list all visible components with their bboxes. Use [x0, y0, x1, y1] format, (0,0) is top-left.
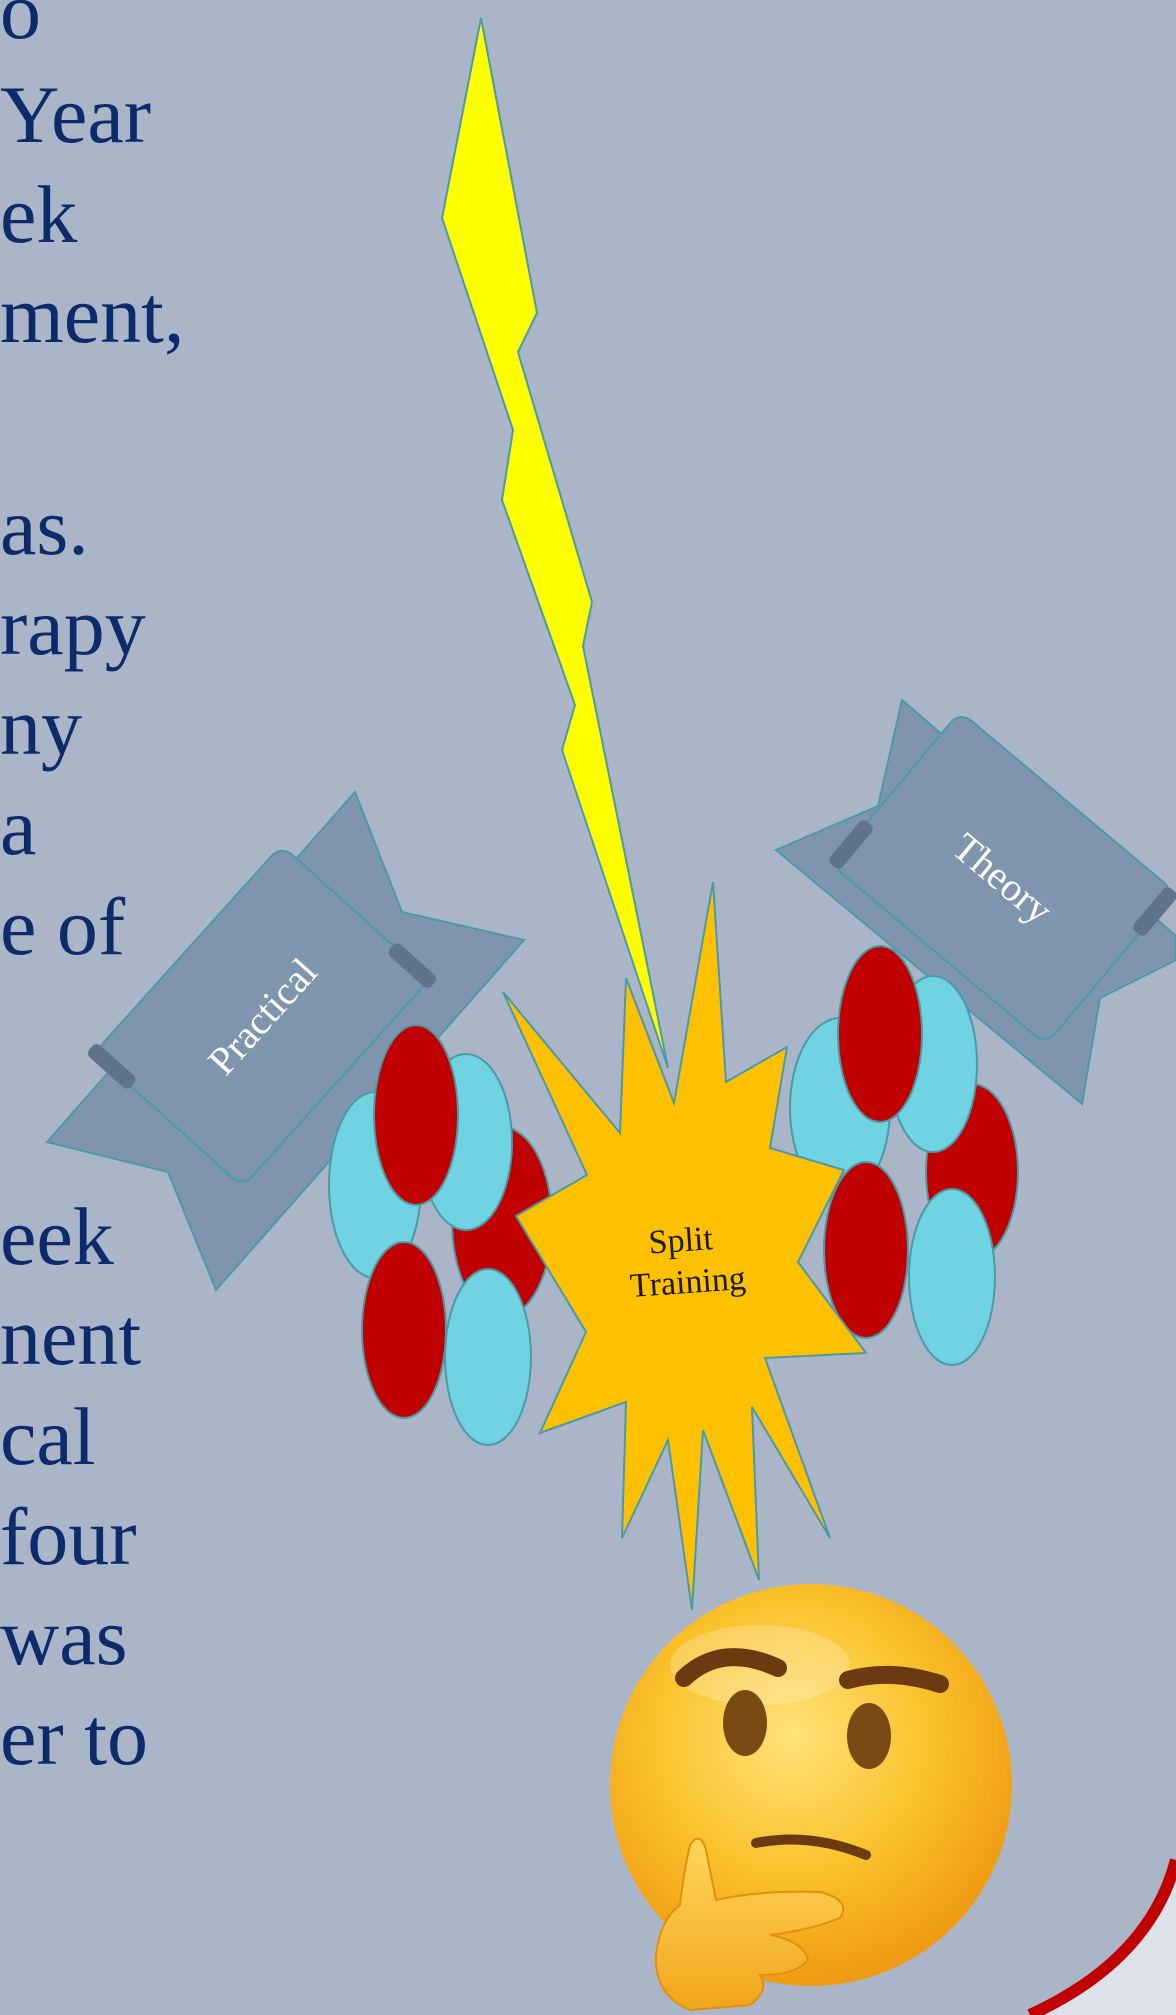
oval-red [824, 1162, 908, 1338]
oval-red [838, 946, 922, 1122]
corner-panel [1030, 1860, 1176, 2015]
oval-cyan [909, 1189, 995, 1365]
thinking-face-icon [610, 1584, 1012, 2010]
split-training-label-line: Split [647, 1220, 714, 1261]
oval-red [374, 1025, 458, 1205]
theory-group: Theory [776, 700, 1176, 1365]
eyebrow [848, 1675, 940, 1684]
lightning-bolt-icon [442, 18, 668, 1068]
practical-group: Practical [47, 792, 552, 1445]
oval-cyan [445, 1269, 531, 1445]
eye [723, 1690, 767, 1756]
eye [847, 1703, 891, 1769]
oval-red [362, 1242, 446, 1418]
